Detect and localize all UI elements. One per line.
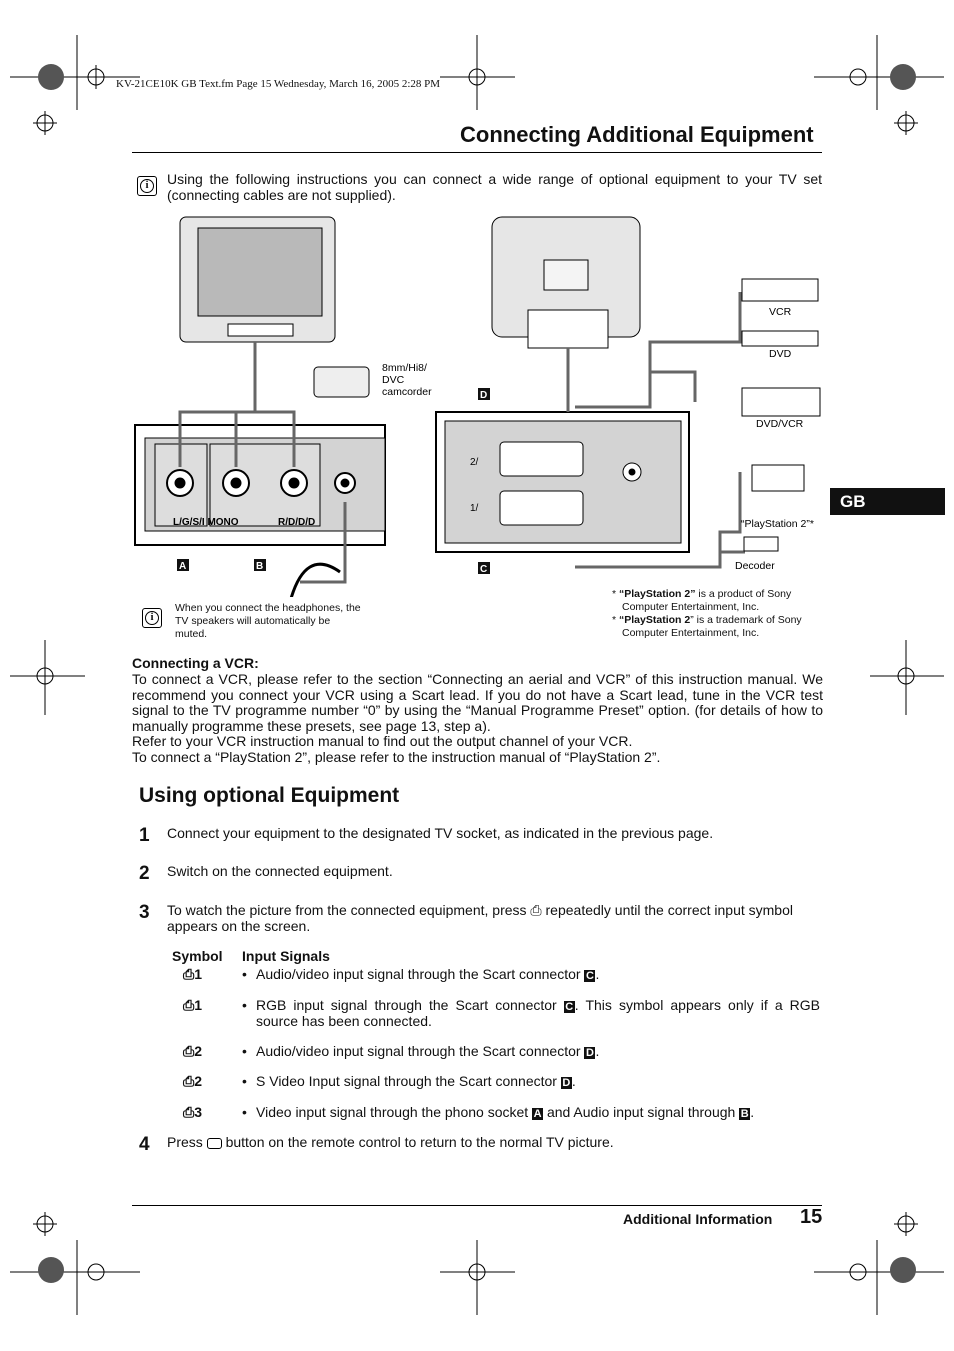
title-rule (132, 152, 822, 153)
footnote-2: * “PlayStation 2” is a trademark of Sony… (612, 614, 802, 639)
headphone-note: When you connect the headphones, the TV … (175, 602, 361, 640)
signals-header: Input Signals (242, 948, 330, 964)
svg-text:A: A (179, 561, 186, 572)
step-number: 4 (139, 1134, 150, 1155)
svg-text:DVD: DVD (769, 348, 792, 360)
step-text: To watch the picture from the connected … (167, 902, 793, 934)
step-text: Switch on the connected equipment. (167, 863, 393, 879)
vcr-body: To connect a VCR, please refer to the se… (132, 671, 823, 765)
vcr-heading: Connecting a VCR: (132, 655, 259, 671)
input-icon: ⎙ (530, 902, 542, 918)
step-text: Connect your equipment to the designated… (167, 825, 714, 841)
svg-text:2/: 2/ (470, 457, 479, 468)
svg-text:D: D (480, 390, 487, 401)
symbol-header: Symbol (172, 948, 223, 964)
svg-text:B: B (256, 561, 263, 572)
file-info: KV-21CE10K GB Text.fm Page 15 Wednesday,… (116, 78, 441, 90)
svideo-input-icon: ⎙ (183, 1073, 195, 1089)
input-icon: ⎙ (183, 1104, 195, 1120)
step-number: 2 (139, 863, 150, 884)
step-number: 3 (139, 902, 150, 923)
intro-text: Using the following instructions you can… (167, 171, 822, 203)
input-icon: ⎙ (183, 1043, 195, 1059)
tv-button-icon (206, 1137, 222, 1149)
step-text: Press button on the remote control to re… (167, 1134, 614, 1150)
svg-text:1/: 1/ (470, 503, 479, 514)
svg-text:“PlayStation 2”*: “PlayStation 2”* (741, 518, 814, 530)
svg-text:Decoder: Decoder (735, 560, 775, 572)
vcr-paragraph: Refer to your VCR instruction manual to … (132, 733, 633, 749)
vcr-paragraph: To connect a “PlayStation 2”, please ref… (132, 748, 661, 765)
info-icon: i (137, 176, 157, 196)
page-number: 15 (800, 1206, 823, 1228)
footer-rule (132, 1205, 822, 1206)
svg-text:DVD/VCR: DVD/VCR (756, 418, 804, 430)
input-icon: ⎙ (183, 966, 195, 982)
footnotes: * “PlayStation 2” is a product of Sony C… (612, 588, 827, 640)
panel-left-label: L/G/S/I MONO (173, 517, 239, 528)
step-number: 1 (139, 825, 150, 846)
vcr-paragraph: To connect a VCR, please refer to the se… (132, 671, 823, 734)
language-tab: GB (830, 488, 945, 515)
footer-section: Additional Information (623, 1211, 773, 1227)
info-icon-headphones: i (142, 608, 162, 628)
svg-text:C: C (480, 564, 487, 575)
svg-text:VCR: VCR (769, 306, 792, 318)
page-title: Connecting Additional Equipment (460, 122, 814, 147)
rgb-input-icon: ⎙ (183, 997, 195, 1013)
panel-right-label: R/D/D/D (278, 517, 315, 528)
footnote-1: * “PlayStation 2” is a product of Sony C… (612, 588, 792, 613)
section-heading: Using optional Equipment (139, 784, 400, 807)
